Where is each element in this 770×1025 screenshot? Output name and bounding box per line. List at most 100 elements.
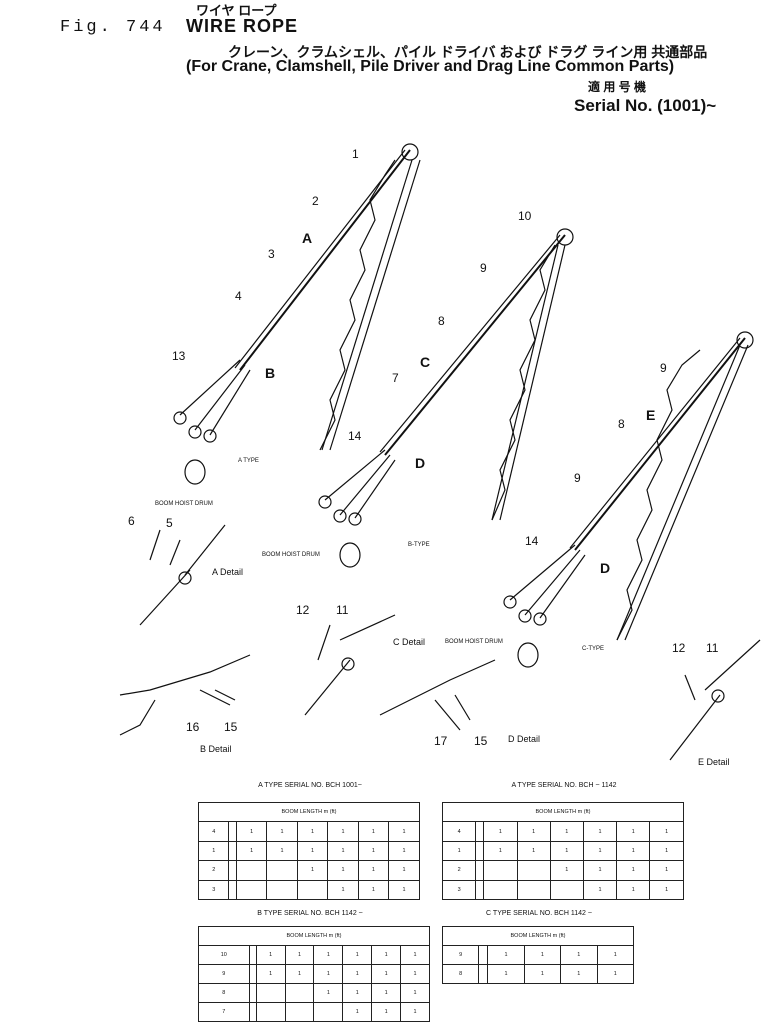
table-cell: 7 [198,1002,250,1022]
table-cell: 1 [616,879,651,901]
detail-c-drawing [304,614,396,716]
detail-c-label: C Detail [393,637,425,647]
callout-number: 14 [348,429,362,443]
table-subheading: BOOM LENGTH m (ft) [198,926,430,946]
table-cell: 1 [284,945,315,965]
table-cell: 2 [441,860,477,881]
table-cell: 1 [516,821,551,842]
table-cell: 1 [523,964,562,984]
table-cell: 1 [327,821,359,842]
table-cell: 1 [549,840,584,862]
table-cell: 1 [388,840,420,862]
detail-e-label: E Detail [698,757,730,767]
detail-a-drawing [139,524,226,626]
table-cell: 1 [327,860,359,881]
table-cell: 1 [483,821,518,842]
view-letter: D [600,560,610,576]
callout-number: 9 [574,471,581,485]
callout-number: 5 [166,516,173,530]
table-a2-heading: A TYPE SERIAL NO. BCH ~ 1142 [511,782,617,789]
table-cell: 1 [388,879,420,901]
table-cell: 1 [483,840,518,862]
table-cell [248,945,257,965]
table-cell: 2 [197,860,230,881]
table-cell [284,1002,315,1022]
crane-b-boom [318,228,574,568]
table-cell: 1 [596,964,635,984]
table-cell: 1 [342,964,373,984]
view-letter: C [420,354,430,370]
view-letter: E [646,407,655,423]
japanese-title: ワイヤ ロープ [196,3,277,18]
table-cell: 1 [197,840,230,862]
table-b-heading: B TYPE SERIAL NO. BCH 1142 ~ [257,910,363,917]
callout-number: 9 [660,361,667,375]
detail-d-drawing [379,659,496,731]
crane-a-boom [173,143,421,485]
table-cell: 8 [198,983,250,1003]
table-cell [235,879,268,901]
table-cell [266,860,298,881]
table-cell: 1 [400,983,430,1003]
table-cell: 1 [255,945,286,965]
table-cell: 1 [549,821,584,842]
table-cell [266,879,298,901]
page-title: WIRE ROPE [186,16,299,36]
table-cell: 1 [388,821,420,842]
table-cell: 1 [649,860,684,881]
serial-number: Serial No. (1001)~ [574,96,717,115]
table-cell: 1 [357,840,390,862]
table-cell: 1 [616,840,651,862]
table-subheading: BOOM LENGTH m (ft) [442,801,684,823]
callout-number: 12 [296,603,310,617]
table-cell [235,860,268,881]
detail-b-drawing [119,654,251,736]
table-cell [248,983,257,1003]
callout-number: 7 [392,371,399,385]
callout-number: 6 [128,514,135,528]
c-type-label: C-TYPE [582,646,604,652]
detail-d-label: D Detail [508,734,540,744]
detail-e-drawing [669,639,761,761]
table-cell: 1 [400,945,430,965]
callout-number: 15 [474,734,488,748]
table-cell [516,860,551,881]
japanese-serial-label: 適 用 号 機 [588,80,647,94]
callout-number: 11 [336,603,349,617]
table-cell: 1 [313,964,344,984]
table-cell [475,840,485,862]
callout-number: 15 [224,720,238,734]
table-cell: 1 [327,879,359,901]
table-cell: 1 [371,945,402,965]
table-cell: 1 [296,860,329,881]
table-cell: 4 [441,821,477,842]
callout-number: 14 [525,534,539,548]
table-cell [255,983,286,1003]
callout-number: 16 [186,720,200,734]
table-cell: 1 [357,821,390,842]
table-cell [478,945,489,965]
table-cell [284,983,315,1003]
table-cell [248,1002,257,1022]
table-cell: 1 [284,964,315,984]
callout-number: 3 [268,247,275,261]
table-cell [478,964,489,984]
table-cell [475,879,485,901]
table-cell: 1 [296,821,329,842]
detail-a-label: A Detail [212,567,243,577]
japanese-subtitle: クレーン、クラムシェル、パイル ドライバ および ドラグ ライン用 共通部品 [228,44,708,60]
table-cell [313,1002,344,1022]
page-subtitle: (For Crane, Clamshell, Pile Driver and D… [186,58,675,75]
table-cell [228,840,237,862]
table-cell: 8 [441,964,480,984]
